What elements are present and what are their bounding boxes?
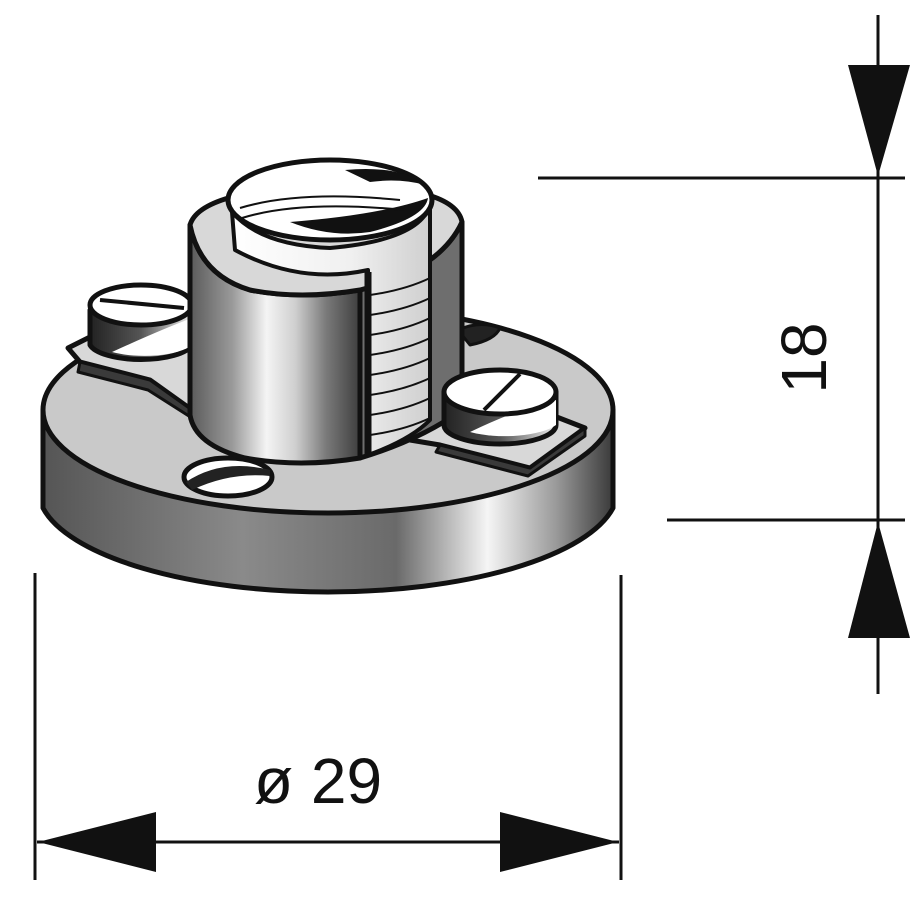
diameter-dimension [33, 573, 623, 880]
screw-right [441, 367, 559, 447]
diameter-label: ø 29 [254, 745, 382, 817]
arrow-up-icon [848, 522, 910, 638]
screw-left [87, 282, 195, 362]
arrow-left-icon [38, 812, 156, 872]
mounting-hole-front [181, 455, 275, 499]
height-label: 18 [768, 322, 840, 393]
arrow-down-icon [848, 65, 910, 176]
arrow-right-icon [500, 812, 618, 872]
socket-part [40, 157, 616, 595]
thread-lines [369, 277, 431, 436]
height-dimension [538, 15, 910, 694]
mounting-hole-rear [456, 323, 502, 347]
